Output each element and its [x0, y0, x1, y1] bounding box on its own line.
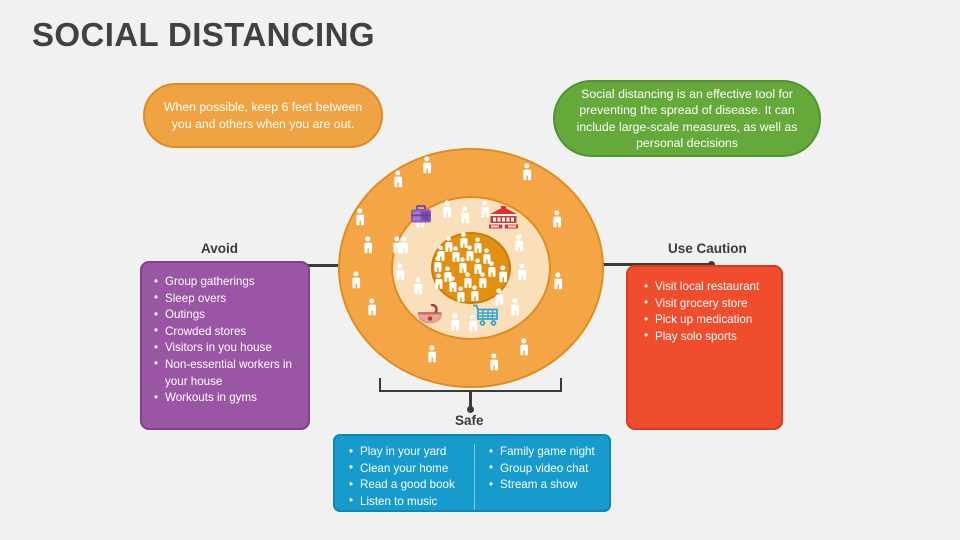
- list-item: Clean your home: [349, 460, 474, 478]
- label-safe: Safe: [455, 413, 484, 428]
- bracket-safe: [379, 378, 562, 392]
- safe-list-left: Play in your yard Clean your home Read a…: [335, 444, 474, 510]
- list-item: Visit grocery store: [644, 295, 781, 313]
- label-use-caution: Use Caution: [668, 241, 747, 256]
- inner-ring-avoid: [431, 232, 511, 304]
- list-item: Group gatherings: [154, 274, 308, 291]
- page-title: SOCIAL DISTANCING: [32, 16, 375, 53]
- callout-effective-tool: Social distancing is an effective tool f…: [553, 80, 821, 157]
- label-avoid: Avoid: [201, 241, 238, 256]
- caution-list: Visit local restaurant Visit grocery sto…: [644, 279, 781, 345]
- safe-list-box: Play in your yard Clean your home Read a…: [333, 434, 611, 512]
- list-item: Stream a show: [489, 477, 609, 494]
- connector-line-avoid: [229, 264, 419, 267]
- safe-list-right: Family game night Group video chat Strea…: [474, 444, 609, 510]
- restaurant-bowl-icon: [417, 303, 443, 324]
- list-item: Sleep overs: [154, 290, 308, 308]
- list-item: Workouts in gyms: [154, 390, 308, 407]
- caution-list-box: Visit local restaurant Visit grocery sto…: [626, 265, 783, 430]
- list-item: Visitors in you house: [154, 340, 308, 357]
- list-item: Family game night: [489, 444, 609, 461]
- callout-distance-tip: When possible, keep 6 feet between you a…: [143, 83, 383, 148]
- list-item: Non-essential workers in your house: [154, 356, 308, 390]
- connector-dot-caution: [708, 261, 715, 268]
- avoid-list: Group gatherings Sleep overs Outings Cro…: [154, 274, 308, 407]
- list-item: Play solo sports: [644, 328, 781, 346]
- connector-dot-safe: [467, 406, 474, 413]
- callout-tool-text: Social distancing is an effective tool f…: [576, 86, 798, 151]
- concentric-circle-diagram: [338, 148, 604, 388]
- avoid-list-box: Group gatherings Sleep overs Outings Cro…: [140, 261, 310, 430]
- list-item: Listen to music: [349, 493, 474, 511]
- briefcase-icon: [411, 205, 431, 223]
- list-item: Group video chat: [489, 460, 609, 478]
- list-item: Pick up medication: [644, 312, 781, 329]
- connector-line-safe: [469, 392, 472, 408]
- shopping-cart-icon: [473, 304, 498, 326]
- list-item: Outings: [154, 307, 308, 324]
- list-item: Visit local restaurant: [644, 279, 781, 296]
- list-item: Crowded stores: [154, 323, 308, 341]
- list-item: Play in your yard: [349, 444, 474, 461]
- list-item: Read a good book: [349, 477, 474, 494]
- connector-line-caution: [545, 263, 712, 266]
- callout-distance-text: When possible, keep 6 feet between you a…: [163, 100, 363, 131]
- school-building-icon: [489, 206, 518, 229]
